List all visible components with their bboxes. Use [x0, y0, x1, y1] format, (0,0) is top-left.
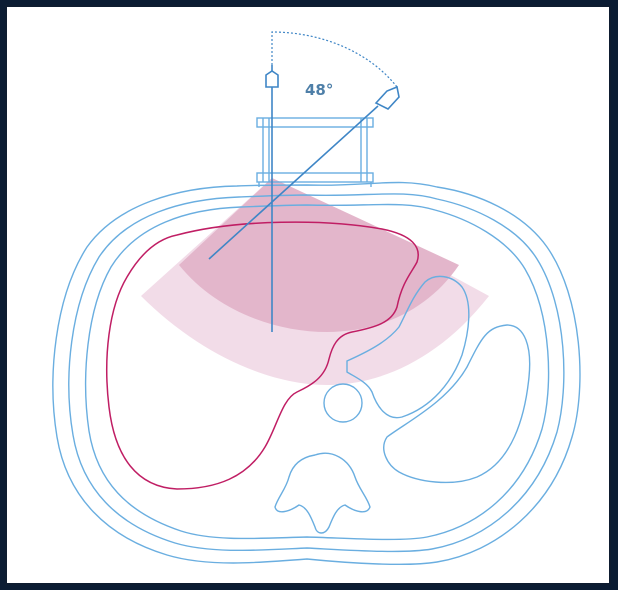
probe-holder-frame [257, 118, 373, 187]
angle-arc [272, 32, 397, 87]
diagram-canvas: 48° [5, 5, 611, 585]
vertebra [275, 453, 370, 533]
aorta [324, 384, 362, 422]
angle-label: 48° [305, 81, 333, 99]
